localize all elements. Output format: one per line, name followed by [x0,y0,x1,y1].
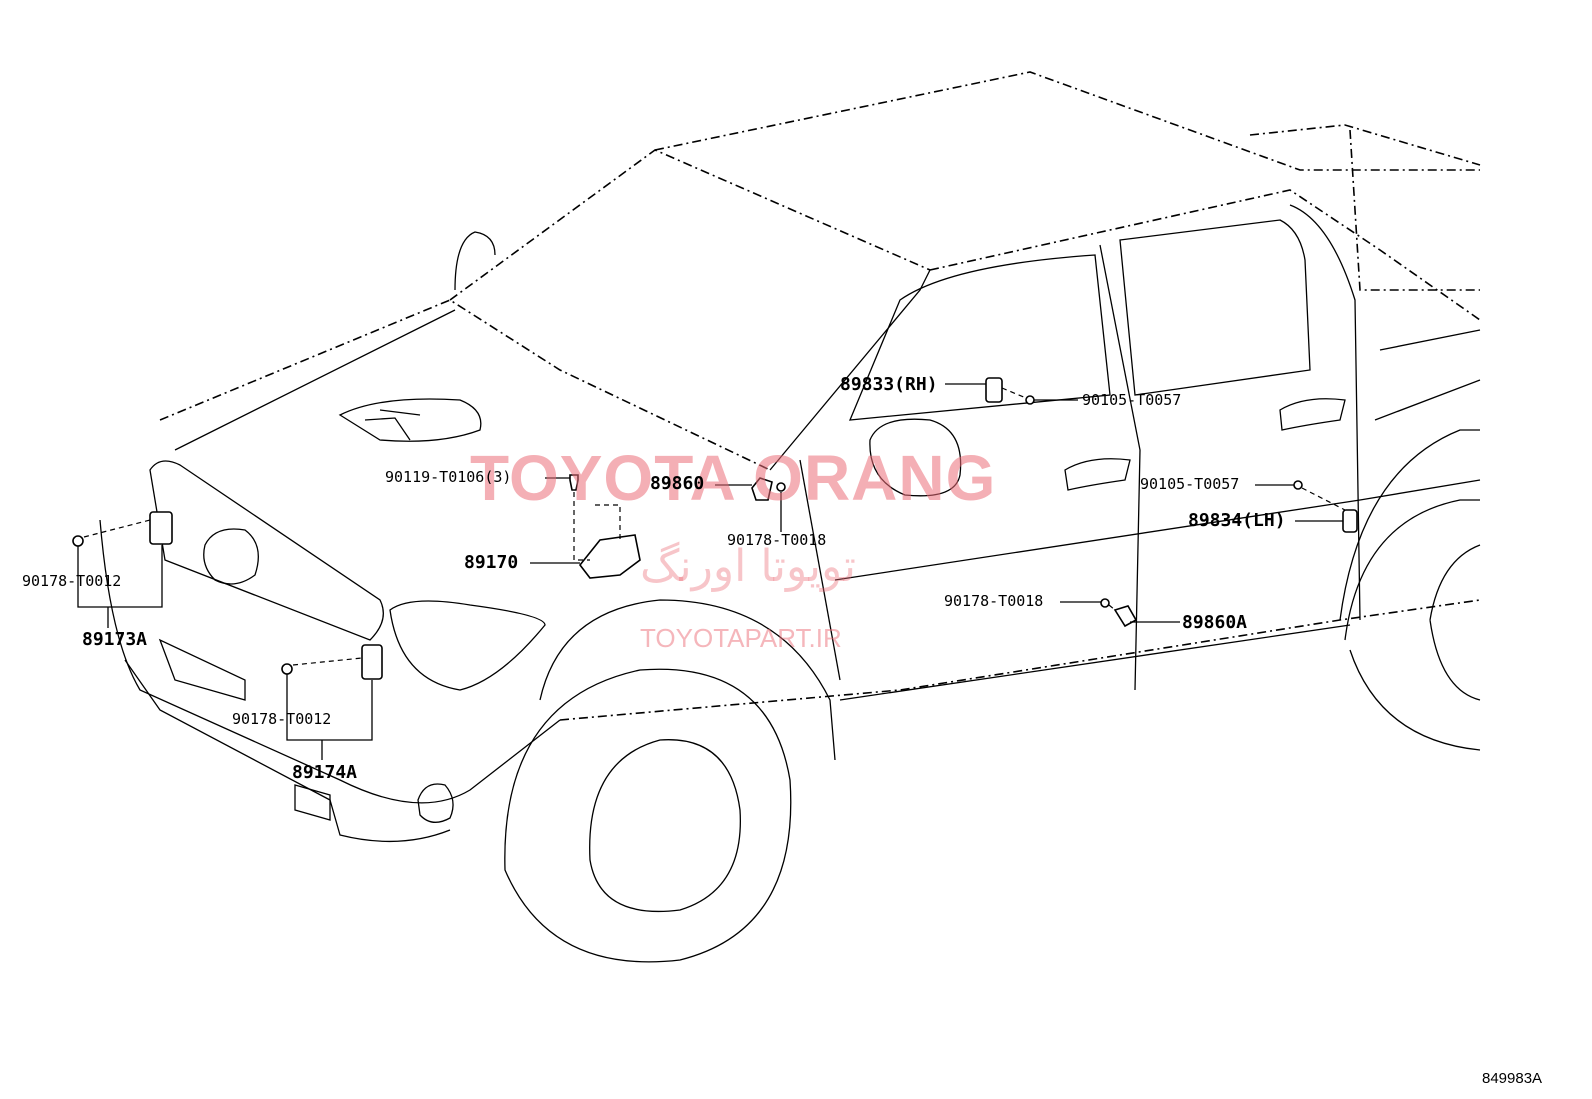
front-tire [504,668,792,963]
part-90105-T0057-clip-right [1293,480,1303,490]
part-90178-T0012-bolt-front [281,663,293,675]
label-89174A: 89174A [292,762,358,783]
front-wheel-rim [589,739,741,913]
label-90119-T0106: 90119-T0106(3) [385,468,512,486]
leader-89174A [286,674,373,760]
part-90178-T0018-nut-mid [776,482,786,492]
front-fender [539,599,836,761]
bumper-lower [124,659,451,843]
leader-90105-right-dash [1301,487,1346,511]
part-90178-T0018-nut-door [1100,598,1110,608]
part-89173A-sensor [149,511,173,545]
label-90105-T0057-top: 90105-T0057 [1082,391,1182,409]
part-89833-sensor [985,377,1003,403]
label-89860A: 89860A [1182,612,1248,633]
label-89173A: 89173A [82,629,148,650]
label-89860: 89860 [650,473,705,494]
body-side-line [834,479,1481,581]
bumper [99,519,561,804]
leader-90119-drop [573,492,590,561]
bed-outline [1249,124,1481,166]
figure-number: 849983A [1482,1070,1543,1087]
door-frame [1099,204,1361,691]
part-89170-ecu-bracket [578,534,641,579]
leader-89173A-dash [83,519,151,538]
bed-side [1374,329,1481,421]
rear-tire [1344,499,1481,751]
body-side-lower [559,599,1481,721]
leader-90178-door-dash [1108,604,1116,611]
rear-wheel-rim [1429,544,1481,701]
plate-area [158,638,246,701]
fog-lamp [417,783,454,823]
hood-scoop-inner [364,409,421,441]
label-89170: 89170 [464,552,519,573]
rear-door-handle [1279,398,1346,431]
hood-scoop [338,398,482,442]
label-90178-T0012-front: 90178-T0012 [232,710,332,728]
label-90105-T0057-right: 90105-T0057 [1140,475,1240,493]
rocker-line [839,624,1351,701]
label-89833-RH: 89833(RH) [840,374,938,395]
label-90178-T0012-left: 90178-T0012 [22,572,122,590]
label-90178-T0018-mid: 90178-T0018 [727,531,827,549]
windshield-outline [449,149,931,301]
antenna [454,231,496,291]
leader-89170-box [595,504,621,540]
front-door-handle [1064,458,1131,491]
a-pillar-lower [799,459,841,681]
grille-outline [149,460,384,641]
part-89860-sensor [751,477,773,501]
side-mirror [869,418,962,497]
front-pillar [769,269,931,471]
roof-outline [654,71,1480,171]
cab-top-outline [929,189,1481,321]
part-90105-T0057-clip-top [1025,395,1035,405]
tow-hole [294,784,331,821]
rear-window [1119,219,1311,396]
headlamp-right [389,600,546,691]
part-89860A-sensor [1113,605,1138,628]
headlamp-left [203,528,259,585]
rear-fender [1339,429,1480,621]
hood-outline [159,299,771,471]
part-89174A-sensor [361,644,383,680]
label-90178-T0018-door: 90178-T0018 [944,592,1044,610]
part-90178-T0012-bolt-left [72,535,84,547]
watermark-brand: TOYOTA ORANG [470,442,997,514]
watermark-url: TOYOTAPART.IR [640,623,842,653]
part-90119-T0106-screw [569,474,579,491]
label-89834-LH: 89834(LH) [1188,510,1286,531]
leader-89173A [77,545,163,628]
leader-89174A-dash [292,657,363,666]
hood-crease [174,309,456,451]
part-89834-sensor [1342,509,1358,533]
leader-89833-dash [1001,387,1027,399]
front-window [848,254,1111,421]
watermark-brand-fa: تویوتا اورنگ [640,541,856,592]
rear-edge-outline [1349,129,1480,291]
